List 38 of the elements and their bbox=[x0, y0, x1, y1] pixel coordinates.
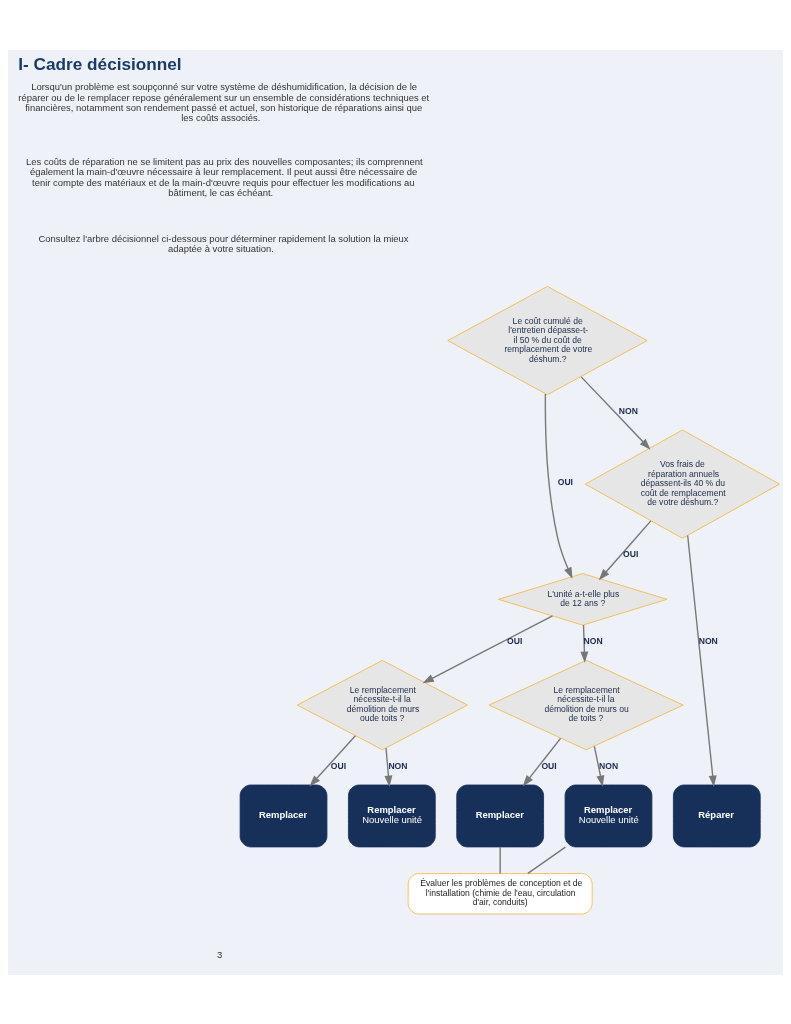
edge-label: NON bbox=[388, 760, 408, 771]
label: Consultez l'arbre décisionnel ci-dessous pour déterminer rapidement la solution la mieux adaptée à votre situation. bbox=[38, 232, 409, 254]
edge-label: NON bbox=[583, 635, 603, 646]
node-box: Remplacer bbox=[239, 784, 328, 847]
diagram-title: I- Cadre décisionnel bbox=[18, 53, 182, 74]
connector bbox=[499, 845, 501, 874]
node-box: Réparer bbox=[672, 784, 761, 847]
edge-label: OUI bbox=[541, 760, 557, 771]
node-diamond: Vos frais de réparation annuels dépassent-ils 40 % du coût de remplacement de votre déshum.? bbox=[584, 429, 780, 539]
node-diamond: Le coût cumulé de l'entretien dépasse-t-il 50 % du coût de remplacement de votre déshum.? bbox=[447, 285, 648, 395]
arrow bbox=[593, 745, 605, 787]
edge-label: OUI bbox=[557, 476, 574, 487]
edge-label: OUI bbox=[330, 760, 347, 771]
arrow bbox=[580, 375, 651, 450]
node-box: Remplacer bbox=[456, 784, 544, 847]
edge-label: NON bbox=[698, 635, 718, 646]
label: Les coûts de réparation ne se limitent pas au prix des nouvelles composantes; ils comprennent également la main-d'œuvre nécessaire à leur remplacement. Il peut aussi être nécessaire de tenir compte des matériaux et de la main-d'œuvre requis pour effectuer les modifications au bâtiment, le cas échéant. bbox=[26, 155, 423, 198]
node-box: Remplacer Nouvelle unité bbox=[348, 784, 436, 847]
node-diamond: Le remplacement nécessite-t-il la démolition de murs oude toits ? bbox=[296, 659, 468, 750]
connector bbox=[527, 845, 567, 874]
node-diamond: Le remplacement nécessite-t-il la démolition de murs ou de toits ? bbox=[488, 659, 684, 750]
arrow bbox=[686, 534, 717, 787]
arrow bbox=[522, 737, 562, 786]
edge-label: OUI bbox=[623, 548, 639, 559]
node-box: Remplacer Nouvelle unité bbox=[564, 784, 653, 847]
edge-label: OUI bbox=[507, 635, 523, 646]
arrow bbox=[309, 734, 357, 786]
label: Lorsqu'un problème est soupçonné sur votre système de déshumidification, la décision de le réparer ou de le remplacer repose généralement sur un ensemble de considérations techniques et financières, notamment son rendement passé et actuel, son historique de réparations ainsi que les coûts associés. bbox=[18, 80, 430, 123]
label: 3 bbox=[216, 948, 223, 960]
arrow bbox=[544, 392, 573, 579]
edge-label: NON bbox=[618, 405, 638, 416]
node-diamond: L'unité a-t-elle plus de 12 ans ? bbox=[498, 572, 668, 626]
arrow bbox=[384, 746, 393, 787]
node-box: Évaluer les problèmes de conception et de l'installation (chimie de l'eau, circulation d'air, conduits) bbox=[407, 872, 593, 914]
edge-label: NON bbox=[599, 760, 619, 771]
arrow bbox=[422, 614, 554, 683]
arrow bbox=[580, 623, 589, 663]
arrow bbox=[598, 519, 652, 580]
